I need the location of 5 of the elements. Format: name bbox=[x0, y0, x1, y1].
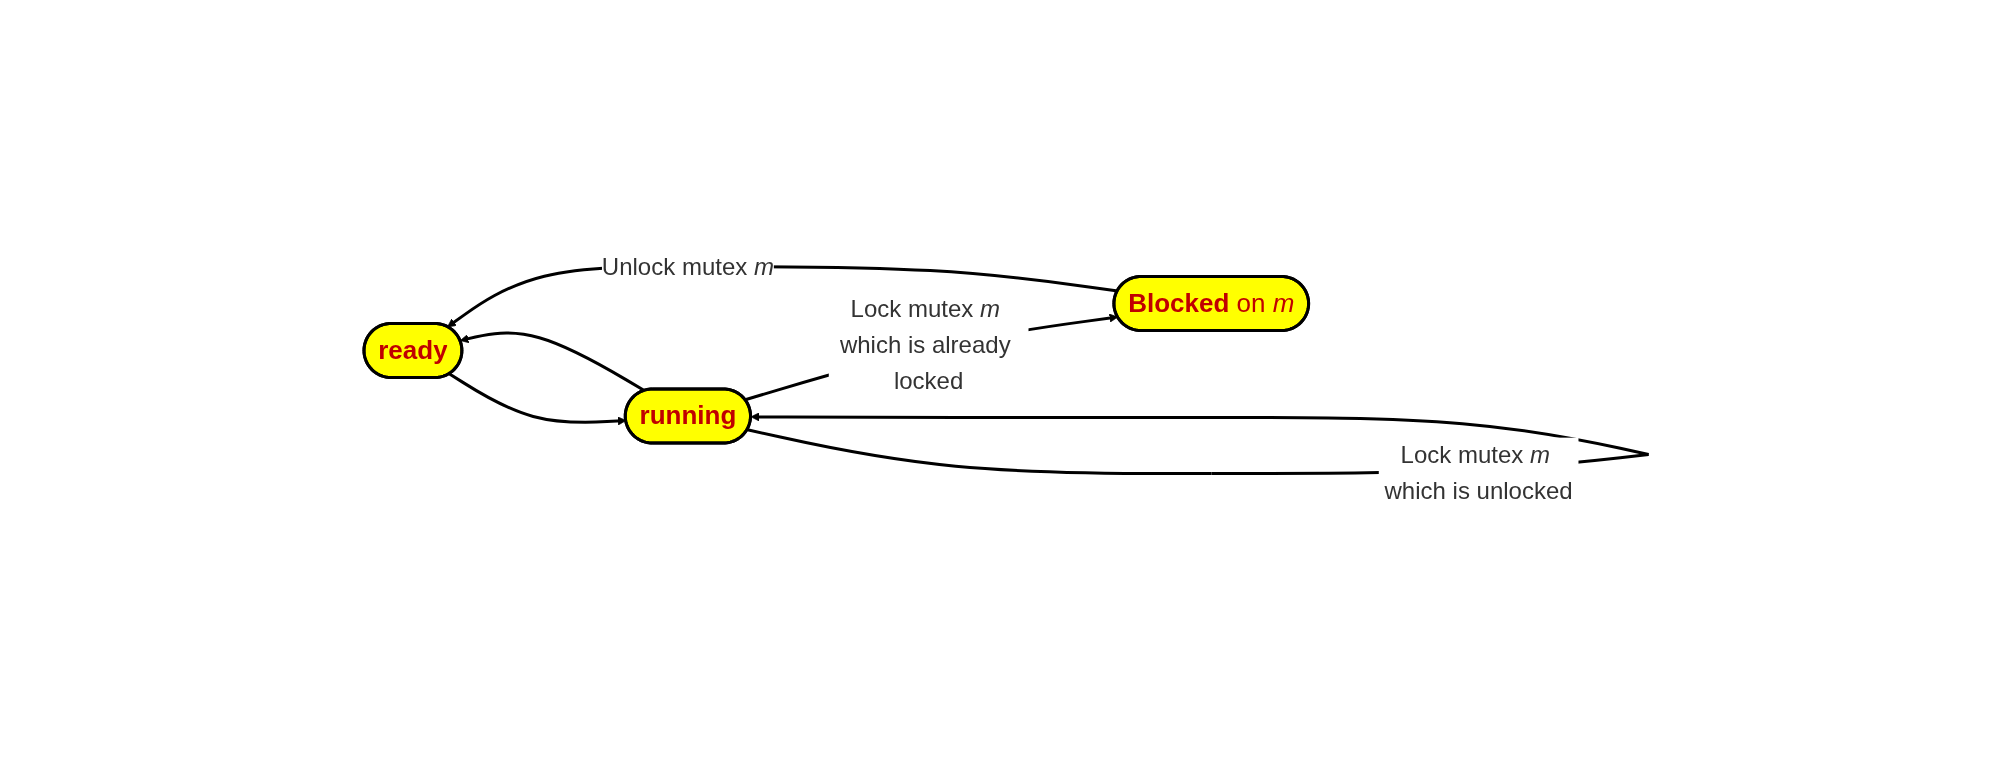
edge-label: Lock mutex m which is already locked bbox=[840, 295, 1011, 395]
arrow bbox=[460, 331, 646, 393]
arrow bbox=[448, 372, 627, 426]
edge-label: Lock mutex m which is unlocked bbox=[1384, 441, 1573, 505]
edge-label: Unlock mutex m bbox=[601, 252, 775, 280]
